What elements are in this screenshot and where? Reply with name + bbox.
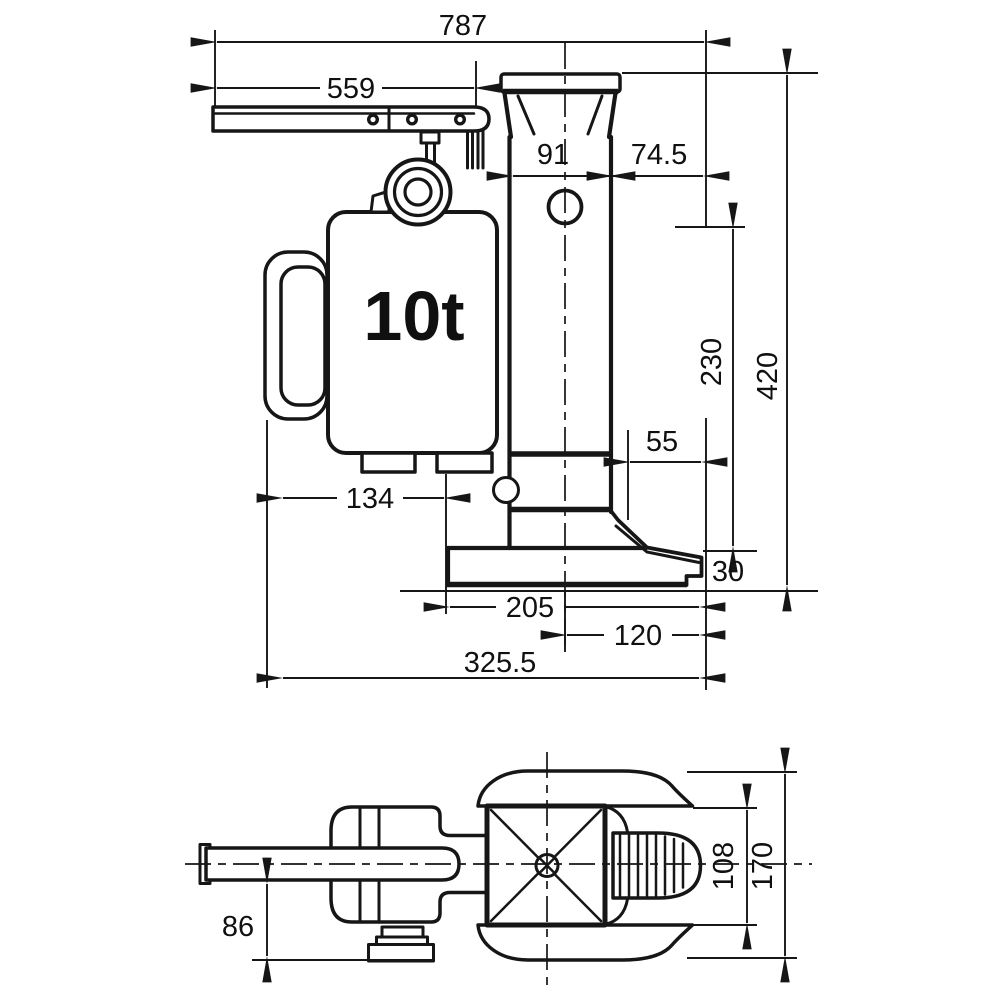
carry-handle-outer <box>263 250 329 421</box>
flare-inner-right <box>586 94 604 136</box>
base-plate-side <box>400 545 818 592</box>
pump-link-plate <box>419 130 441 145</box>
dim-base-width: 108 <box>693 783 757 950</box>
toe-profile <box>609 509 704 587</box>
dim-label-205: 205 <box>506 592 554 624</box>
side-dimensions: 787 559 91 74.5 230 <box>190 10 818 690</box>
dim-head-width: 91 <box>486 139 636 181</box>
dim-overall-length: 787 <box>190 10 731 227</box>
dim-handle-height: 86 <box>222 857 433 983</box>
dim-label-30: 30 <box>712 556 744 588</box>
dim-label-134: 134 <box>346 483 394 515</box>
dim-label-230: 230 <box>696 338 728 386</box>
claw-arm-top <box>476 769 695 808</box>
carry-handle <box>263 250 329 421</box>
dim-label-559: 559 <box>327 73 375 105</box>
claw-pocket-top <box>603 805 629 834</box>
dim-toe-height: 30 <box>703 550 757 588</box>
dim-label-55: 55 <box>646 426 678 458</box>
base-plate-square <box>484 803 608 928</box>
oil-tank: 10t <box>326 210 499 474</box>
dim-overall-height: 420 <box>622 48 818 612</box>
claw-arm-bottom <box>476 923 695 962</box>
tank-foot-left <box>360 451 417 474</box>
foot-tier-3 <box>367 943 435 963</box>
side-view: 10t <box>190 10 818 690</box>
flare-inner-left <box>516 94 536 136</box>
plan-view: 86 108 170 <box>185 747 812 991</box>
adjuster-foot <box>367 925 435 963</box>
lever-pin-1 <box>367 113 380 126</box>
dim-base-overall: 325.5 <box>256 647 726 683</box>
dim-label-325-5: 325.5 <box>464 647 537 679</box>
base-plate-plan <box>484 803 629 928</box>
dim-label-120: 120 <box>614 620 662 652</box>
grease-nipple <box>492 476 520 504</box>
dim-claw-width: 170 <box>687 747 797 983</box>
pump-assembly <box>369 129 485 227</box>
lever-bar <box>211 105 491 133</box>
claw-pocket-bottom <box>603 897 629 926</box>
dim-label-86: 86 <box>222 911 254 943</box>
flare-left <box>502 90 514 140</box>
dim-label-420: 420 <box>752 352 784 400</box>
dim-label-74-5: 74.5 <box>631 139 687 171</box>
dim-tank-offset: 134 <box>256 420 471 688</box>
capacity-label: 10t <box>363 277 464 355</box>
dim-label-170: 170 <box>747 842 779 890</box>
tank-foot-right <box>435 451 494 474</box>
dim-handle-length: 559 <box>190 61 501 106</box>
ram-column <box>492 72 622 551</box>
claw-arms <box>476 769 695 962</box>
dim-label-108: 108 <box>708 842 740 890</box>
dim-toe-depth: 55 <box>603 418 728 690</box>
lifting-toe <box>609 509 704 587</box>
flare-right <box>606 90 618 140</box>
dim-lift-stroke: 230 <box>675 202 745 573</box>
lever-pin-2 <box>406 113 419 126</box>
toe-plate-line <box>614 524 701 564</box>
dim-label-787: 787 <box>439 10 487 42</box>
dim-head-offset: 74.5 <box>586 139 730 181</box>
lever-pin-3 <box>454 113 467 126</box>
dim-base-front: 120 <box>540 592 726 652</box>
lever-handle <box>211 105 491 133</box>
dim-label-91: 91 <box>537 139 569 171</box>
toe-serrations <box>618 833 685 898</box>
carry-handle-inner <box>279 265 327 407</box>
serrated-toe-plan <box>611 831 703 900</box>
dim-base-length: 205 <box>423 592 726 624</box>
plan-dimensions: 86 108 170 <box>222 747 797 983</box>
pump-boss-inner <box>403 177 433 207</box>
